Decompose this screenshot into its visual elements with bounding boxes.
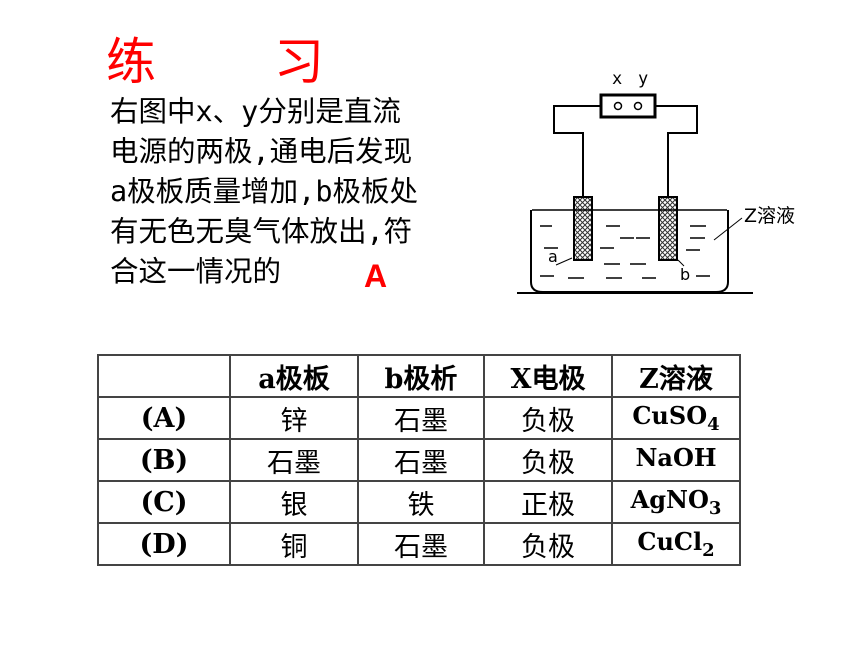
label-y: y bbox=[638, 69, 648, 89]
label-a: a bbox=[548, 247, 558, 266]
electrode-a bbox=[573, 196, 593, 261]
a-plate-cell: 铜 bbox=[229, 522, 359, 566]
electrode-b bbox=[658, 196, 678, 261]
question-text: 右图中x、y分别是直流 电源的两极,通电后发现 a极板质量增加,b极板处 有无色… bbox=[110, 95, 418, 288]
a-plate-cell: 锌 bbox=[229, 396, 359, 440]
x-electrode-cell: 负极 bbox=[483, 396, 613, 440]
terminal-y bbox=[633, 101, 643, 111]
pointer-z bbox=[713, 217, 743, 241]
header-cell-b-plate: b极析 bbox=[357, 354, 485, 398]
option-label: (C) bbox=[97, 480, 231, 524]
formula-subscript: 2 bbox=[702, 539, 715, 561]
option-label: (B) bbox=[97, 438, 231, 482]
label-b: b bbox=[680, 265, 690, 284]
option-label: (A) bbox=[97, 396, 231, 440]
power-supply-box bbox=[599, 93, 657, 119]
table-header-row: a极板 b极析 X电极 Z溶液 bbox=[97, 354, 741, 398]
x-electrode-cell: 正极 bbox=[483, 480, 613, 524]
z-solution-cell: CuSO4 bbox=[611, 396, 741, 440]
b-plate-cell: 石墨 bbox=[357, 396, 485, 440]
exercise-title: 练 习 bbox=[106, 33, 358, 91]
z-solution-cell: NaOH bbox=[611, 438, 741, 482]
b-plate-cell: 石墨 bbox=[357, 438, 485, 482]
a-plate-cell: 银 bbox=[229, 480, 359, 524]
formula-main: NaOH bbox=[635, 443, 717, 473]
answer-label: A bbox=[364, 258, 388, 294]
a-plate-cell: 石墨 bbox=[229, 438, 359, 482]
formula-main: CuSO bbox=[632, 401, 708, 431]
table-row: (D) 铜 石墨 负极 CuCl2 bbox=[97, 522, 741, 566]
z-solution-cell: CuCl2 bbox=[611, 522, 741, 566]
b-plate-cell: 铁 bbox=[357, 480, 485, 524]
wire-left bbox=[553, 105, 601, 197]
pointer-a bbox=[555, 257, 573, 266]
x-electrode-cell: 负极 bbox=[483, 522, 613, 566]
beaker bbox=[530, 210, 729, 293]
formula-main: CuCl bbox=[637, 527, 703, 557]
terminal-x bbox=[613, 101, 623, 111]
label-z-solution: Z溶液 bbox=[744, 205, 795, 227]
header-cell-z-solution: Z溶液 bbox=[611, 354, 741, 398]
wire-right bbox=[655, 105, 698, 197]
table-row: (A) 锌 石墨 负极 CuSO4 bbox=[97, 396, 741, 440]
pointer-b bbox=[677, 259, 685, 267]
label-x: x bbox=[612, 69, 622, 89]
b-plate-cell: 石墨 bbox=[357, 522, 485, 566]
header-cell-empty bbox=[97, 354, 231, 398]
header-cell-x-electrode: X电极 bbox=[483, 354, 613, 398]
options-table: a极板 b极析 X电极 Z溶液 (A) 锌 石墨 负极 CuSO4 (B) 石墨… bbox=[97, 354, 741, 566]
formula-main: AgNO bbox=[630, 485, 709, 515]
header-cell-a-plate: a极板 bbox=[229, 354, 359, 398]
table-row: (C) 银 铁 正极 AgNO3 bbox=[97, 480, 741, 524]
formula-subscript: 4 bbox=[707, 413, 720, 435]
formula-subscript: 3 bbox=[708, 497, 722, 519]
table-row: (B) 石墨 石墨 负极 NaOH bbox=[97, 438, 741, 482]
electrolysis-apparatus-diagram: x y a b Z溶液 bbox=[517, 69, 795, 294]
option-label: (D) bbox=[97, 522, 231, 566]
x-electrode-cell: 负极 bbox=[483, 438, 613, 482]
z-solution-cell: AgNO3 bbox=[611, 480, 741, 524]
liquid-dashes bbox=[540, 225, 710, 279]
